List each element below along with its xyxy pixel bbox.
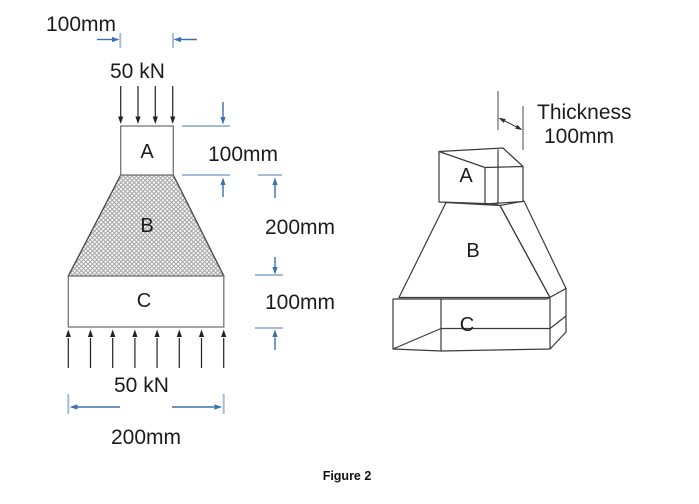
iso-section-a-edges [438,147,524,205]
thickness-dimension [497,91,524,150]
section-a-shape [120,125,174,176]
iso-section-c-edges [392,287,567,352]
iso-view [392,91,567,352]
front-bottom-width-label: 200mm [111,426,182,449]
iso-section-c-fill [393,288,566,351]
front-top-width-label: 100mm [46,13,117,36]
thickness-value-label: 100mm [544,125,615,148]
front-section-c-label: C [136,290,152,312]
front-bottom-load-label: 50 kN [114,374,169,397]
iso-section-a-fill [439,148,523,204]
iso-section-b-label: B [466,240,480,262]
height-dimension-chain [182,102,283,350]
bottom-reaction-arrows [65,329,227,368]
figure-caption: Figure 2 [322,469,372,483]
front-top-load-label: 50 kN [110,60,165,83]
iso-section-a-label: A [459,165,473,187]
bottom-width-dimension [67,394,225,414]
section-c-shape [67,275,225,328]
dim-height-b-label: 200mm [265,216,336,239]
front-view [65,33,283,414]
top-width-dimension [97,33,197,48]
top-load-arrows [118,86,176,124]
dim-height-c-label: 100mm [265,291,336,314]
front-section-a-label: A [140,141,154,163]
dim-height-a-label: 100mm [208,143,279,166]
thickness-title-label: Thickness [537,101,632,124]
front-section-b-label: B [140,215,154,237]
iso-section-b-right-face [499,200,567,299]
iso-section-c-label: C [459,314,475,336]
